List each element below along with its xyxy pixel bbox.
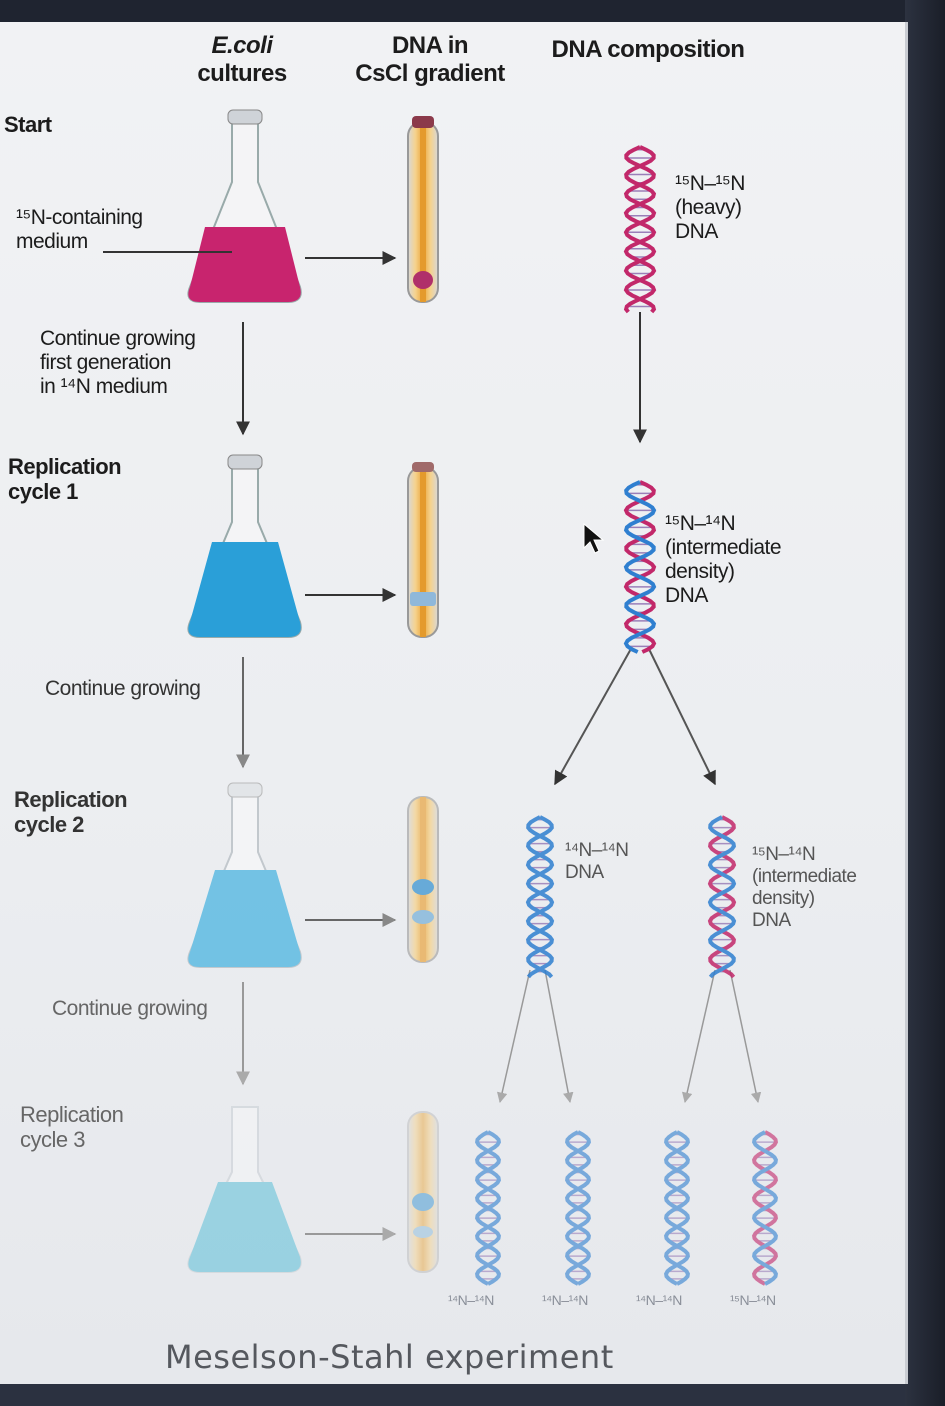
arrow-inter-to-d [729, 969, 762, 1104]
row-cycle-2-line1: Replication [14, 787, 128, 812]
header-gradient: DNA in CsCl gradient [345, 32, 515, 87]
tube-cycle-2 [407, 796, 439, 963]
tube-cycle-1 [407, 462, 439, 638]
helix-intermediate-1 [623, 480, 657, 654]
helix-heavy [623, 145, 657, 314]
row-cycle-3-line1: Replication [20, 1102, 124, 1127]
helix-gen3-c-strand-2 [664, 1130, 690, 1286]
diagram-sheet: E.coli cultures DNA in CsCl gradient DNA… [0, 22, 908, 1384]
row-growing-1-line1: Continue growing [40, 327, 196, 350]
header-cultures-line2: cultures [197, 59, 287, 87]
top-bezel [0, 0, 945, 22]
row-growing-1-line3: in ¹⁴N medium [40, 375, 168, 399]
row-growing-3: Continue growing [52, 997, 208, 1020]
header-cultures-line1: E.coli [211, 32, 273, 59]
header-cultures: E.coli cultures [192, 32, 292, 87]
helix-heavy-strand-2 [623, 145, 657, 314]
row-growing-2: Continue growing [45, 677, 201, 700]
helix-gen3-a-strand-2 [475, 1130, 501, 1286]
helix-gen3-a [475, 1130, 501, 1286]
row-start: Start [4, 112, 52, 137]
flask-cycle-1 [187, 454, 302, 638]
label-heavy-dna: ¹⁵N–¹⁵N (heavy) DNA [675, 172, 745, 244]
helix-gen3-b [565, 1130, 591, 1286]
helix-intermediate-1-strand-2 [623, 480, 657, 654]
label-intermediate-1: ¹⁵N–¹⁴N (intermediate density) DNA [665, 512, 782, 609]
row-cycle-2: Replication cycle 2 [14, 787, 128, 838]
caption: Meselson-Stahl experiment [165, 1338, 614, 1376]
diagram-graphics [187, 109, 778, 1286]
header-gradient-line1: DNA in [391, 32, 469, 59]
tube-start [407, 116, 439, 303]
label-inter1-line2: (intermediate [665, 536, 782, 560]
label-inter2-line3: density) [752, 887, 815, 909]
helix-intermediate-2-strand-2 [707, 815, 737, 979]
flask-cycle-2 [187, 782, 302, 968]
flask-start [187, 109, 302, 303]
flask-cycle-3 [187, 1106, 302, 1273]
right-bezel [905, 0, 945, 1406]
row-cycle-1-line1: Replication [8, 454, 122, 479]
arrow-light-to-b [544, 969, 574, 1104]
helix-gen3-d [752, 1130, 778, 1286]
arrow-light-to-a [496, 969, 531, 1104]
label-gen3-a: ¹⁴N–¹⁴N [448, 1292, 494, 1308]
row-cycle-1: Replication cycle 1 [8, 454, 122, 505]
tube-cycle-3 [407, 1111, 439, 1273]
arrow-inter-to-light [554, 646, 633, 786]
row-cycle-3-line2: cycle 3 [20, 1127, 85, 1153]
label-light-2: ¹⁴N–¹⁴N DNA [565, 840, 629, 884]
arrow-inter-to-inter [647, 646, 716, 786]
label-gen3-d: ¹⁵N–¹⁴N [730, 1292, 776, 1308]
row-growing-1: Continue growing first generation in ¹⁴N… [40, 327, 196, 399]
label-heavy-line2: (heavy) [675, 196, 742, 220]
helix-intermediate-1-strand-1 [623, 480, 657, 654]
mouse-cursor-icon [583, 522, 605, 554]
arrow-inter-to-c [681, 969, 716, 1104]
helix-gen3-b-strand-2 [565, 1130, 591, 1286]
label-heavy-line3: DNA [675, 220, 718, 244]
row-medium: ¹⁵N-containing medium [16, 206, 143, 254]
label-heavy-line1: ¹⁵N–¹⁵N [675, 172, 745, 195]
row-medium-line1: ¹⁵N-containing [16, 206, 143, 229]
helix-light-2-strand-2 [525, 815, 555, 979]
helix-intermediate-2 [707, 815, 737, 979]
label-light2-line1: ¹⁴N–¹⁴N [565, 840, 629, 861]
helix-light-2 [525, 815, 555, 979]
row-cycle-2-line2: cycle 2 [14, 812, 84, 838]
label-light2-line2: DNA [565, 861, 604, 883]
label-inter1-line4: DNA [665, 584, 708, 608]
label-inter1-line3: density) [665, 560, 735, 584]
row-cycle-3: Replication cycle 3 [20, 1102, 124, 1153]
label-gen3-b: ¹⁴N–¹⁴N [542, 1292, 588, 1308]
label-inter2-line2: (intermediate [752, 865, 857, 887]
row-medium-line2: medium [16, 230, 88, 254]
row-growing-1-line2: first generation [40, 351, 171, 375]
medium-pointer-line [103, 251, 232, 253]
helix-gen3-c [664, 1130, 690, 1286]
helix-heavy-strand-1 [623, 145, 657, 314]
label-inter2-line1: ¹⁵N–¹⁴N [752, 844, 816, 865]
label-inter1-line1: ¹⁵N–¹⁴N [665, 512, 736, 535]
helix-gen3-d-strand-2 [752, 1130, 778, 1286]
header-gradient-line2: CsCl gradient [355, 59, 505, 87]
row-cycle-1-line2: cycle 1 [8, 479, 78, 505]
label-gen3-c: ¹⁴N–¹⁴N [636, 1292, 682, 1308]
label-inter2-line4: DNA [752, 909, 791, 931]
header-composition: DNA composition [551, 36, 745, 63]
label-intermediate-2: ¹⁵N–¹⁴N (intermediate density) DNA [752, 844, 857, 931]
